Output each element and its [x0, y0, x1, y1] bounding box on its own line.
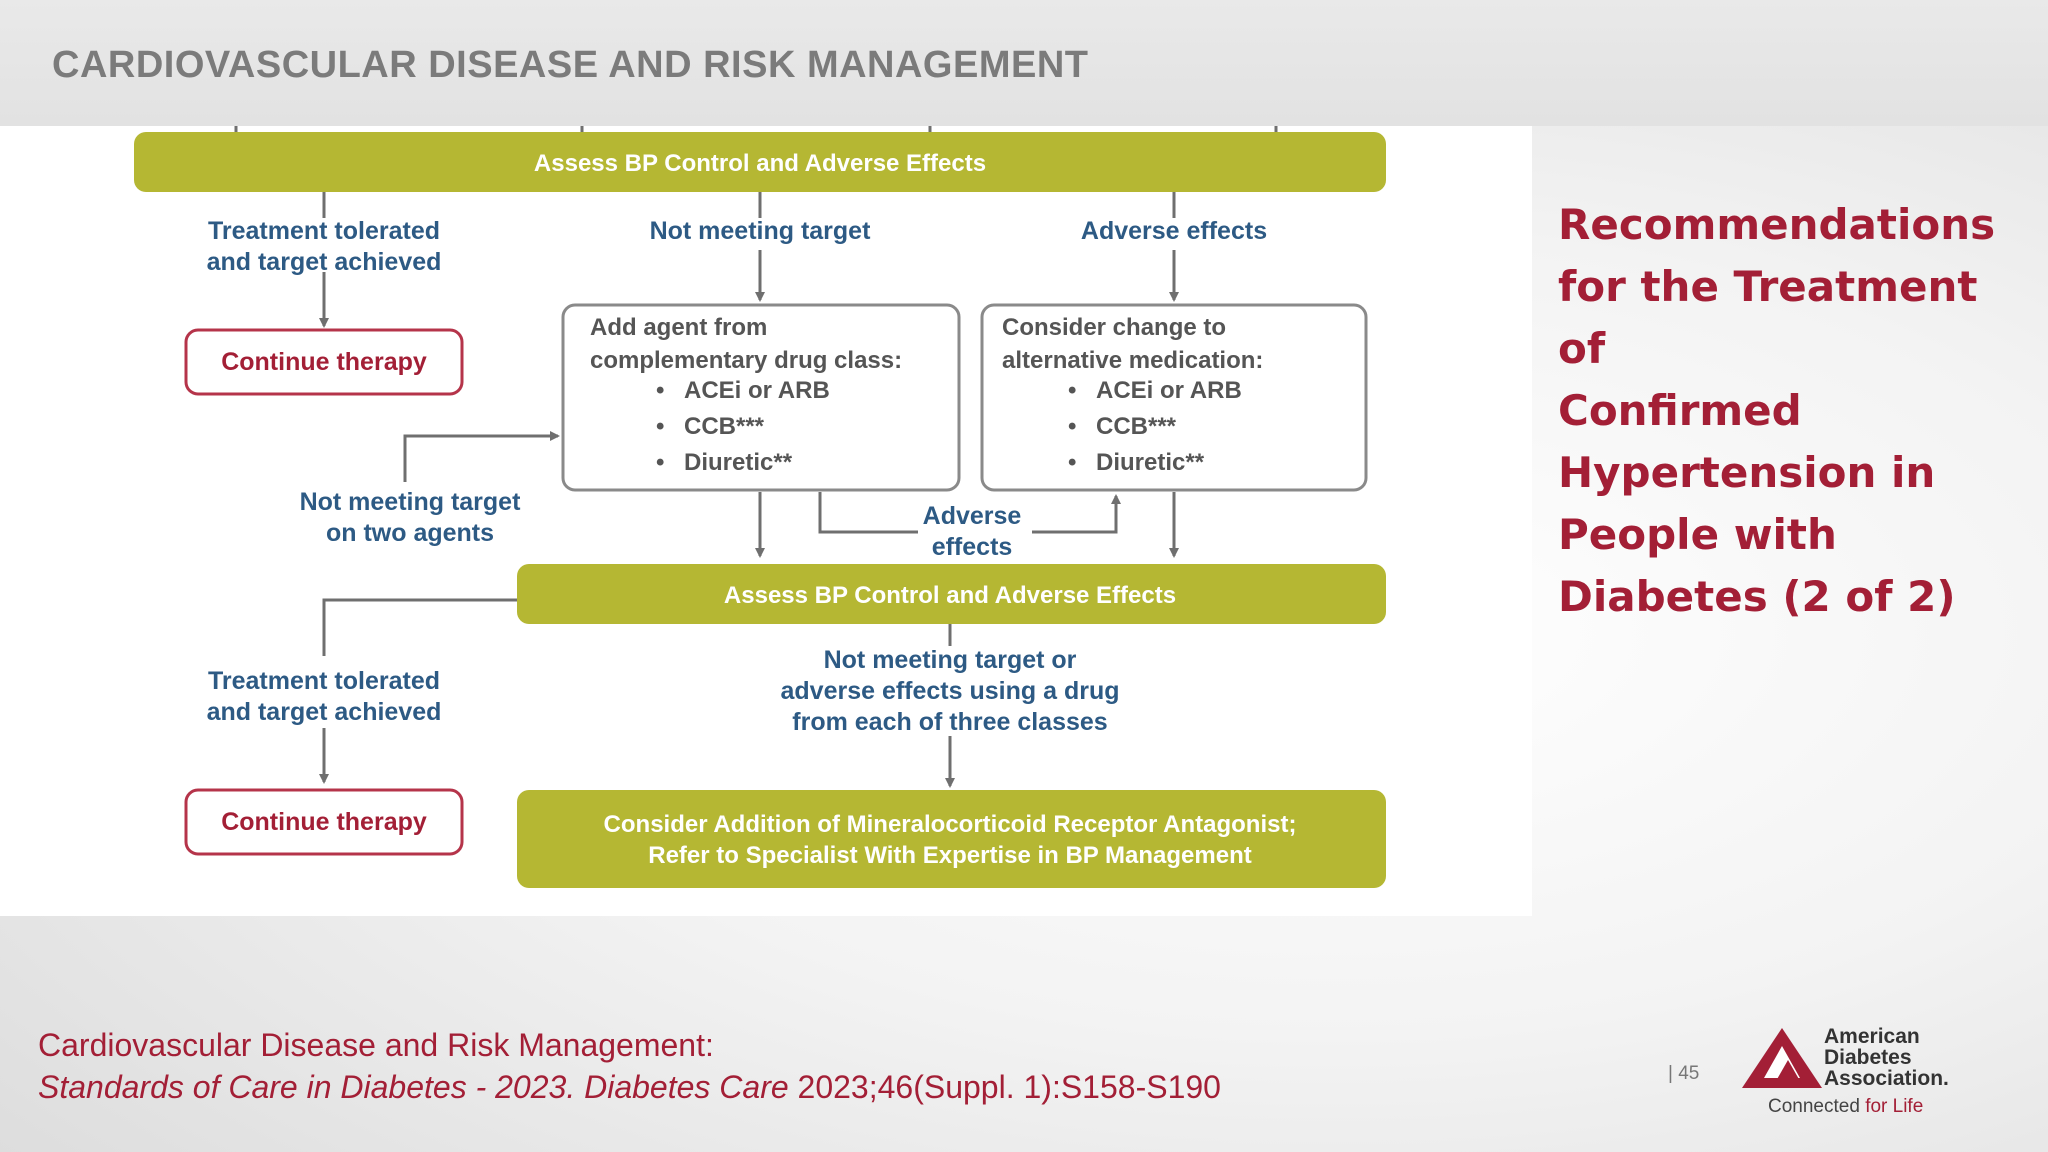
ada-logo-line-2: Diabetes: [1824, 1046, 1912, 1069]
add-agent-bullet-2: •: [656, 413, 664, 440]
add-agent-item-3: Diuretic**: [684, 449, 793, 476]
branch-tolerated-bottom-line1: Treatment tolerated: [208, 667, 440, 695]
slide-title-line-3: Confirmed: [1558, 386, 1802, 435]
change-medication-title-line2: alternative medication:: [1002, 347, 1263, 374]
change-medication-box: [980, 303, 1368, 492]
add-agent-item-2: CCB***: [684, 413, 765, 440]
not-meeting-three-classes-line1: Not meeting target or: [824, 646, 1077, 674]
change-medication-bullet-1: •: [1068, 377, 1076, 404]
adverse-effects-mid-line1: Adverse: [923, 502, 1022, 530]
assess-bp-label-mid: Assess BP Control and Adverse Effects: [724, 582, 1176, 609]
add-agent-title-line2: complementary drug class:: [590, 347, 902, 374]
slide-title-line-6: Diabetes (2 of 2): [1558, 572, 1956, 621]
not-meeting-two-agents-line2: on two agents: [326, 519, 494, 547]
ada-tagline: Connected for Life: [1768, 1096, 1923, 1118]
branch-tolerated-bottom-line2: and target achieved: [207, 698, 442, 726]
assess-bp-bar-top: [134, 132, 1386, 192]
branch-adverse-effects: Adverse effects: [1081, 217, 1267, 245]
change-medication-item-2: CCB***: [1096, 413, 1177, 440]
mra-specialist-box: [517, 790, 1386, 888]
citation: Cardiovascular Disease and Risk Manageme…: [38, 1024, 1221, 1108]
slide-title-line-2: for the Treatment of: [1558, 262, 1978, 373]
ada-logo: American Diabetes Association. Connected…: [1742, 1026, 1972, 1122]
not-meeting-three-classes-line3: from each of three classes: [792, 708, 1107, 736]
continue-therapy-box-1: [184, 328, 464, 396]
change-medication-item-3: Diuretic**: [1096, 449, 1205, 476]
citation-journal: Standards of Care in Diabetes - 2023. Di…: [38, 1069, 789, 1105]
not-meeting-two-agents-line1: Not meeting target: [300, 488, 522, 516]
branch-tolerated-top-line2: and target achieved: [207, 248, 442, 276]
not-meeting-three-classes-line2: adverse effects using a drug: [780, 677, 1119, 705]
adverse-effects-mid-line2: effects: [932, 533, 1013, 561]
slide-title-line-1: Recommendations: [1558, 200, 1996, 249]
section-title: CARDIOVASCULAR DISEASE AND RISK MANAGEME…: [52, 44, 1089, 86]
branch-not-meeting-target: Not meeting target: [650, 217, 872, 245]
ada-logo-text: American Diabetes Association.: [1824, 1026, 1949, 1089]
branch-tolerated-top-line1: Treatment tolerated: [208, 217, 440, 245]
continue-therapy-label-1: Continue therapy: [221, 348, 427, 376]
header-band: [0, 0, 2048, 126]
continue-therapy-label-2: Continue therapy: [221, 808, 427, 836]
flowchart-panel: Assess BP Control and Adverse Effects Tr…: [0, 126, 1532, 916]
ada-logo-line-1: American: [1824, 1025, 1920, 1048]
slide-title: Recommendations for the Treatment of Con…: [1558, 194, 2028, 628]
change-medication-title-line1: Consider change to: [1002, 314, 1226, 341]
assess-bp-bar-mid: [517, 564, 1386, 624]
ada-tagline-plain: Connected: [1768, 1096, 1866, 1117]
add-agent-bullet-3: •: [656, 449, 664, 476]
add-agent-bullet-1: •: [656, 377, 664, 404]
citation-line-1: Cardiovascular Disease and Risk Manageme…: [38, 1027, 714, 1063]
add-agent-title-line1: Add agent from: [590, 314, 767, 341]
ada-logo-line-3: Association.: [1824, 1067, 1949, 1090]
page-number: | 45: [1668, 1063, 1700, 1084]
slide-title-line-4: Hypertension in: [1558, 448, 1936, 497]
ada-tagline-accent: for Life: [1865, 1096, 1924, 1117]
change-medication-bullet-2: •: [1068, 413, 1076, 440]
add-agent-box: [561, 303, 961, 492]
ada-triangle-icon: [1742, 1028, 1822, 1088]
assess-bp-label-top: Assess BP Control and Adverse Effects: [534, 150, 986, 177]
citation-reference: 2023;46(Suppl. 1):S158-S190: [788, 1069, 1221, 1105]
slide-title-line-5: People with: [1558, 510, 1837, 559]
continue-therapy-box-2: [184, 788, 464, 856]
mra-specialist-line2: Refer to Specialist With Expertise in BP…: [648, 842, 1252, 869]
citation-line-2: Standards of Care in Diabetes - 2023. Di…: [38, 1066, 1221, 1108]
mra-specialist-line1: Consider Addition of Mineralocorticoid R…: [604, 811, 1297, 838]
change-medication-bullet-3: •: [1068, 449, 1076, 476]
add-agent-item-1: ACEi or ARB: [684, 377, 830, 404]
change-medication-item-1: ACEi or ARB: [1096, 377, 1242, 404]
